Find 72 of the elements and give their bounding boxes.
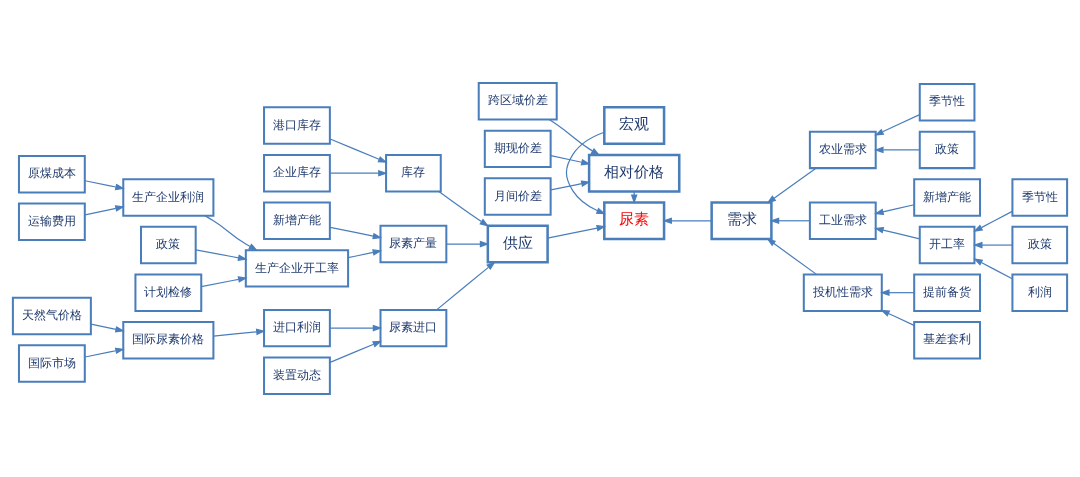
arrow <box>84 347 125 358</box>
arrow <box>329 226 383 240</box>
node-box: 供应 <box>486 224 549 264</box>
arrow <box>972 241 1013 249</box>
node-box: 新增产能 <box>913 178 982 217</box>
node-box: 运输费用 <box>17 202 86 242</box>
node-box: 港口库存 <box>263 106 331 145</box>
node-box: 跨区域价差 <box>477 82 558 121</box>
node-box: 天然气价格 <box>11 296 92 336</box>
arrow <box>769 217 811 225</box>
node-box: 政策 <box>918 130 976 170</box>
arrow <box>200 276 248 288</box>
arrow <box>766 167 817 204</box>
node-box: 宏观 <box>603 106 666 146</box>
arrow <box>874 226 921 240</box>
arrow <box>329 138 388 163</box>
node-box: 相对价格 <box>587 153 681 193</box>
node-box: 需求 <box>710 201 773 241</box>
arrow <box>84 180 125 191</box>
node-box: 企业库存 <box>263 153 331 193</box>
arrow <box>550 180 591 191</box>
arrow <box>766 238 818 275</box>
arrow <box>84 205 125 216</box>
arrow <box>195 249 248 261</box>
node-box: 尿素进口 <box>379 308 448 348</box>
node-box: 库存 <box>385 153 442 193</box>
node-box: 国际尿素价格 <box>122 321 215 360</box>
arrow <box>874 114 921 136</box>
node-box: 投机性需求 <box>802 273 883 312</box>
arrow <box>329 324 383 332</box>
node-box: 基差套利 <box>913 321 982 360</box>
node-box: 装置动态 <box>263 356 331 395</box>
node-box: 开工率 <box>918 225 976 265</box>
node-box: 生产企业利润 <box>122 178 215 217</box>
node-box: 利润 <box>1011 273 1069 312</box>
arrow <box>880 289 915 296</box>
node-box: 尿素产量 <box>379 224 448 264</box>
arrow <box>445 240 490 248</box>
node-box: 国际市场 <box>17 344 86 383</box>
node-box: 农业需求 <box>808 130 877 170</box>
node-box: 工业需求 <box>808 201 877 241</box>
arrow <box>329 169 388 177</box>
arrow <box>973 210 1013 232</box>
node-box: 生产企业开工率 <box>244 249 350 288</box>
node-box: 政策 <box>140 225 197 265</box>
arrow <box>973 258 1013 280</box>
node-box: 尿素 <box>603 201 666 241</box>
node-box: 政策 <box>1011 225 1069 265</box>
node-box: 季节性 <box>918 83 976 122</box>
arrow <box>213 328 266 337</box>
node-box: 原煤成本 <box>17 154 86 194</box>
node-box: 季节性 <box>1011 178 1069 217</box>
arrow <box>548 119 601 156</box>
arrow <box>550 155 591 166</box>
arrow <box>329 340 383 363</box>
arrow <box>438 190 490 227</box>
node-box: 进口利润 <box>263 308 331 348</box>
arrow <box>880 309 915 326</box>
node-box: 提前备货 <box>913 273 982 312</box>
arrow <box>204 215 259 251</box>
arrow <box>347 249 383 259</box>
node-box: 期现价差 <box>483 129 552 169</box>
arrow <box>662 217 713 225</box>
arrow <box>874 204 915 216</box>
node-box: 新增产能 <box>263 201 331 241</box>
arrow <box>565 131 606 215</box>
arrow <box>874 146 921 154</box>
arrow <box>90 323 125 333</box>
node-box: 月间价差 <box>483 177 552 216</box>
node-box: 计划检修 <box>134 273 203 312</box>
arrow <box>436 261 496 311</box>
arrow <box>547 224 607 239</box>
